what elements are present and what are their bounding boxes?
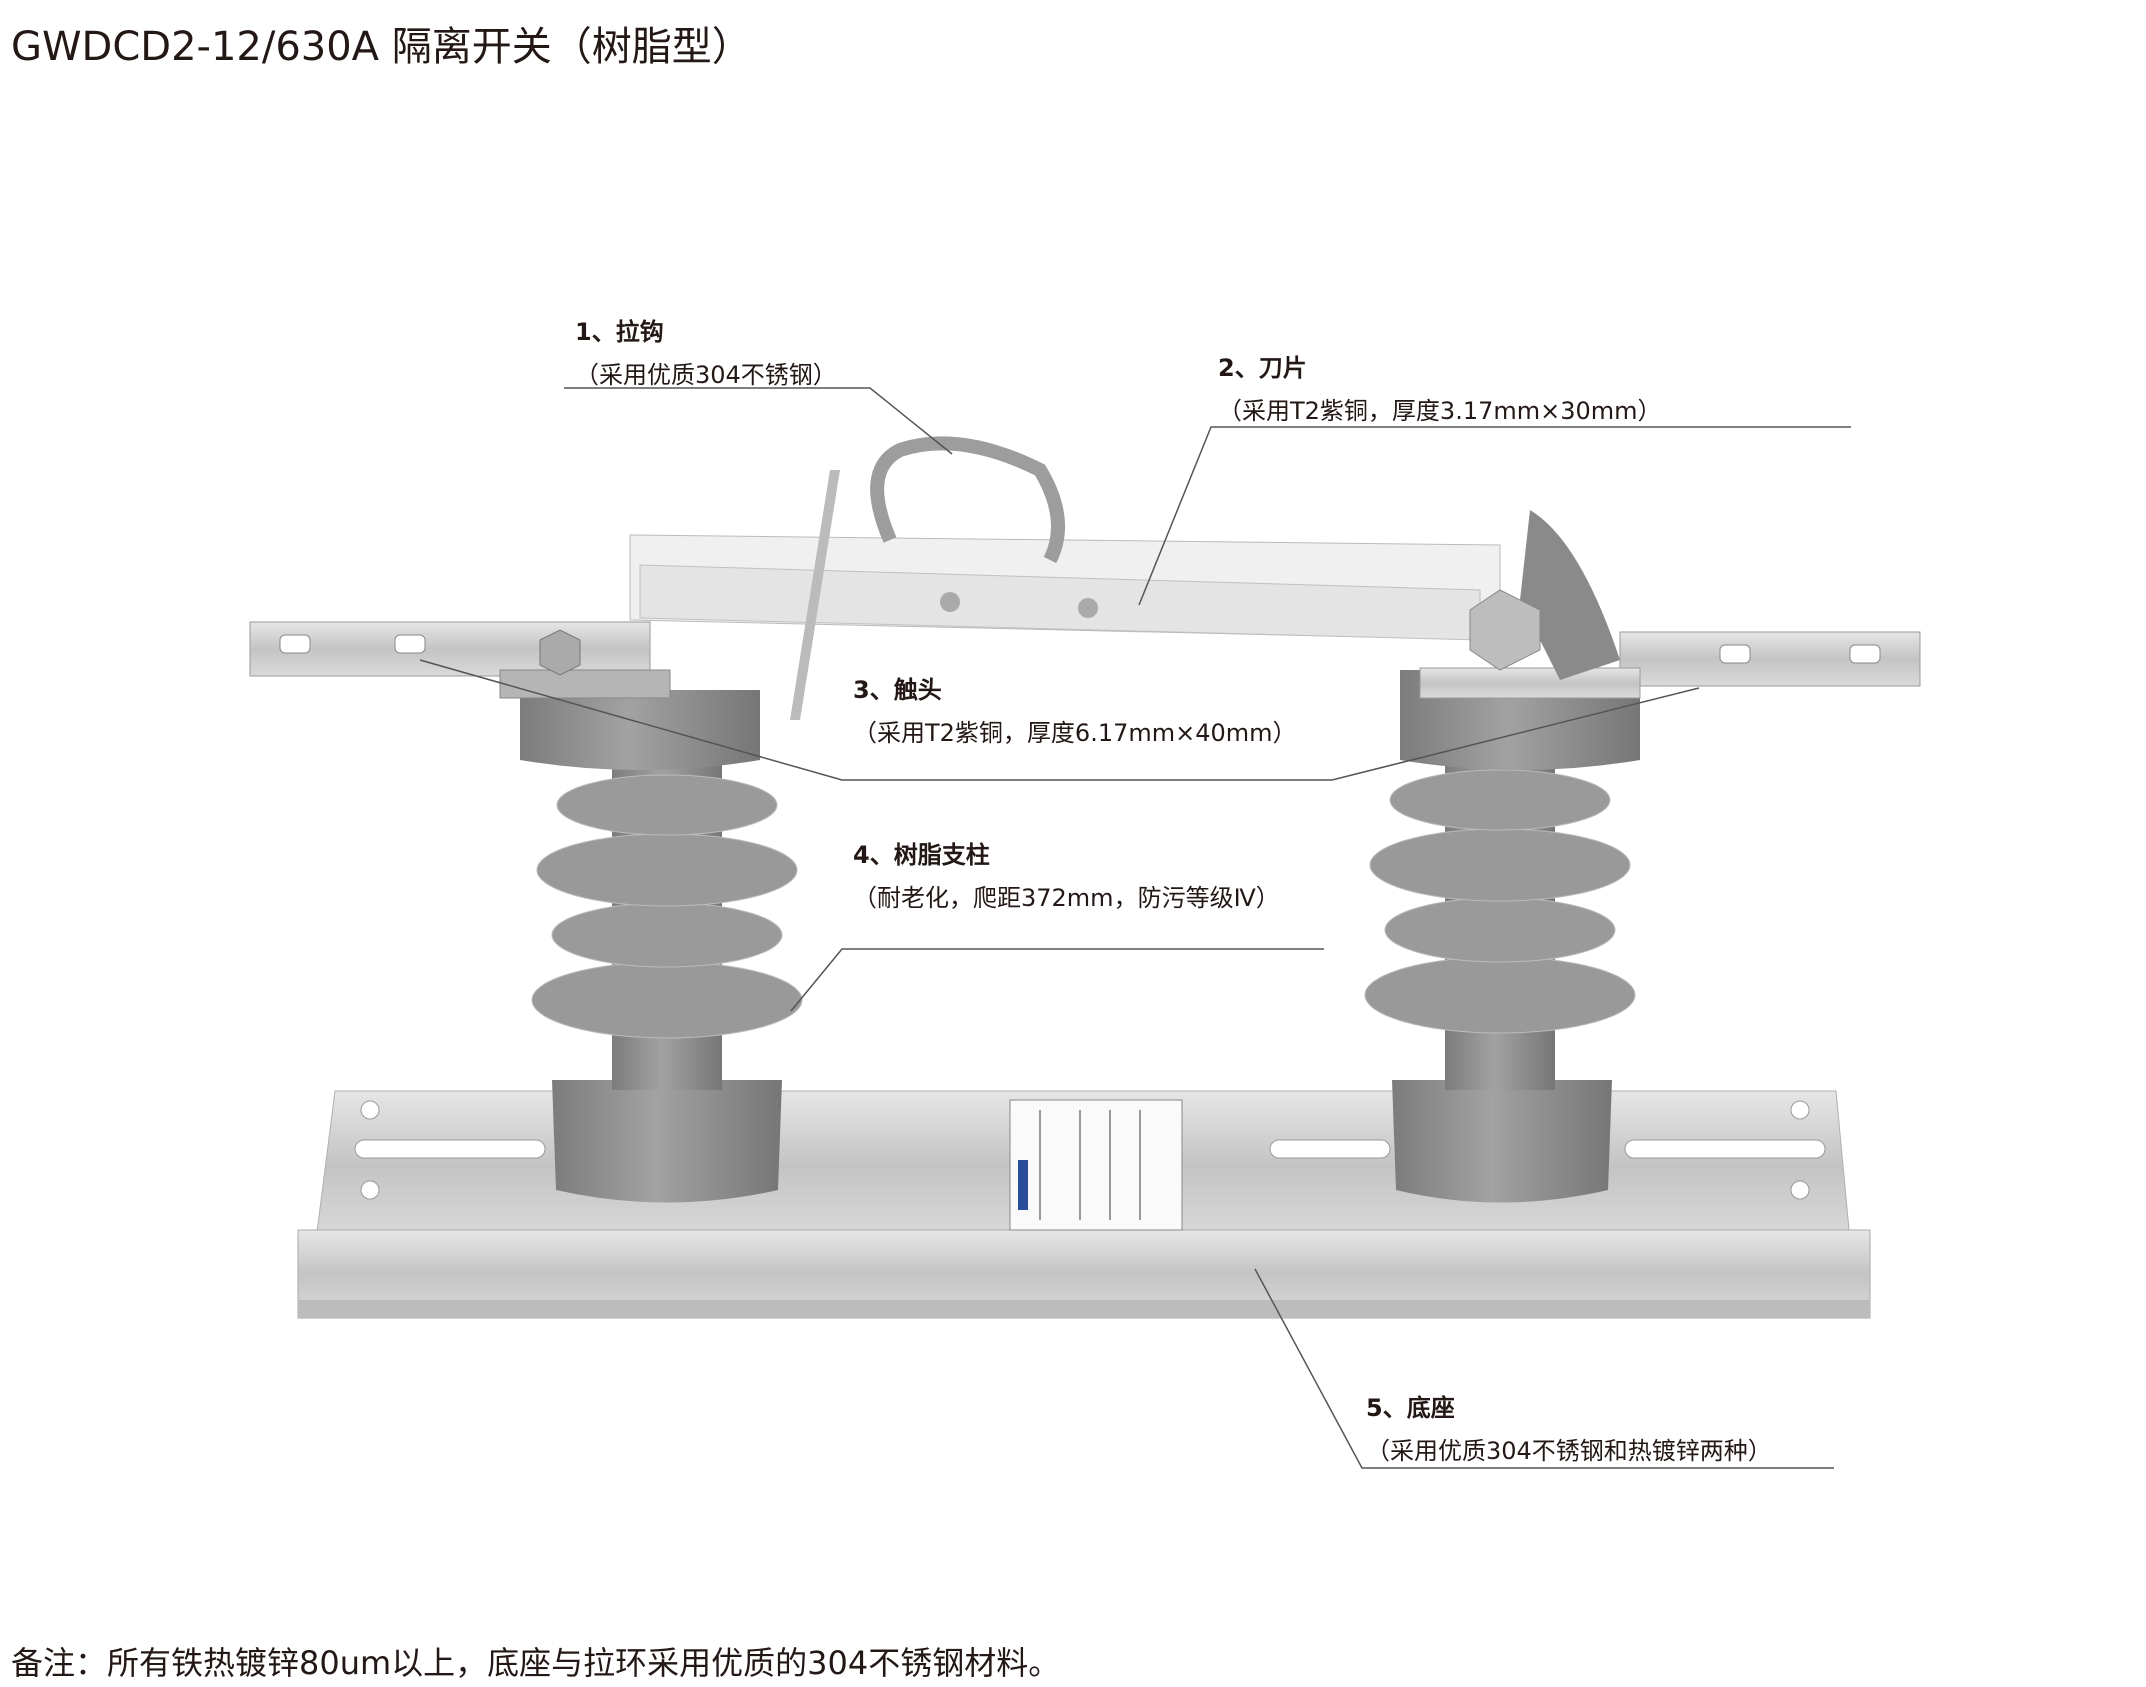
callout-detail: （采用优质304不锈钢和热镀锌两种） (1366, 1437, 1772, 1465)
resin-insulator-right (1364, 670, 1640, 1203)
callout-blade: 2、刀片 （采用T2紫铜，厚度3.17mm×30mm） (1218, 348, 1662, 426)
page-title: GWDCD2-12/630A 隔离开关（树脂型） (11, 24, 752, 70)
nameplate (1009, 1099, 1183, 1231)
base-plate (297, 1090, 1871, 1319)
callout-pull-hook: 1、拉钩 （采用优质304不锈钢） (575, 312, 837, 390)
callout-heading: 3、触头 (853, 676, 942, 704)
callout-heading: 2、刀片 (1218, 354, 1307, 382)
pull-hook (790, 436, 1065, 720)
callout-contact: 3、触头 （采用T2紫铜，厚度6.17mm×40mm） (853, 670, 1297, 748)
callout-heading: 5、底座 (1366, 1394, 1455, 1422)
callout-resin-insulator: 4、树脂支柱 （耐老化，爬距372mm，防污等级Ⅳ） (853, 835, 1280, 913)
callout-detail: （采用优质304不锈钢） (575, 361, 837, 389)
callout-detail: （耐老化，爬距372mm，防污等级Ⅳ） (853, 884, 1280, 912)
callout-heading: 4、树脂支柱 (853, 841, 990, 869)
resin-insulator-left (520, 690, 803, 1203)
blade (629, 510, 1620, 680)
callout-detail: （采用T2紫铜，厚度6.17mm×40mm） (853, 719, 1297, 747)
callout-leader-lines (419, 387, 1851, 1469)
contact (499, 629, 671, 699)
callout-detail: （采用T2紫铜，厚度3.17mm×30mm） (1218, 397, 1662, 425)
terminal-plates (249, 621, 1921, 699)
callout-heading: 1、拉钩 (575, 318, 664, 346)
callout-base: 5、底座 （采用优质304不锈钢和热镀锌两种） (1366, 1388, 1772, 1466)
footer-note: 备注：所有铁热镀锌80um以上，底座与拉环采用优质的304不锈钢材料。 (11, 1644, 1061, 1682)
